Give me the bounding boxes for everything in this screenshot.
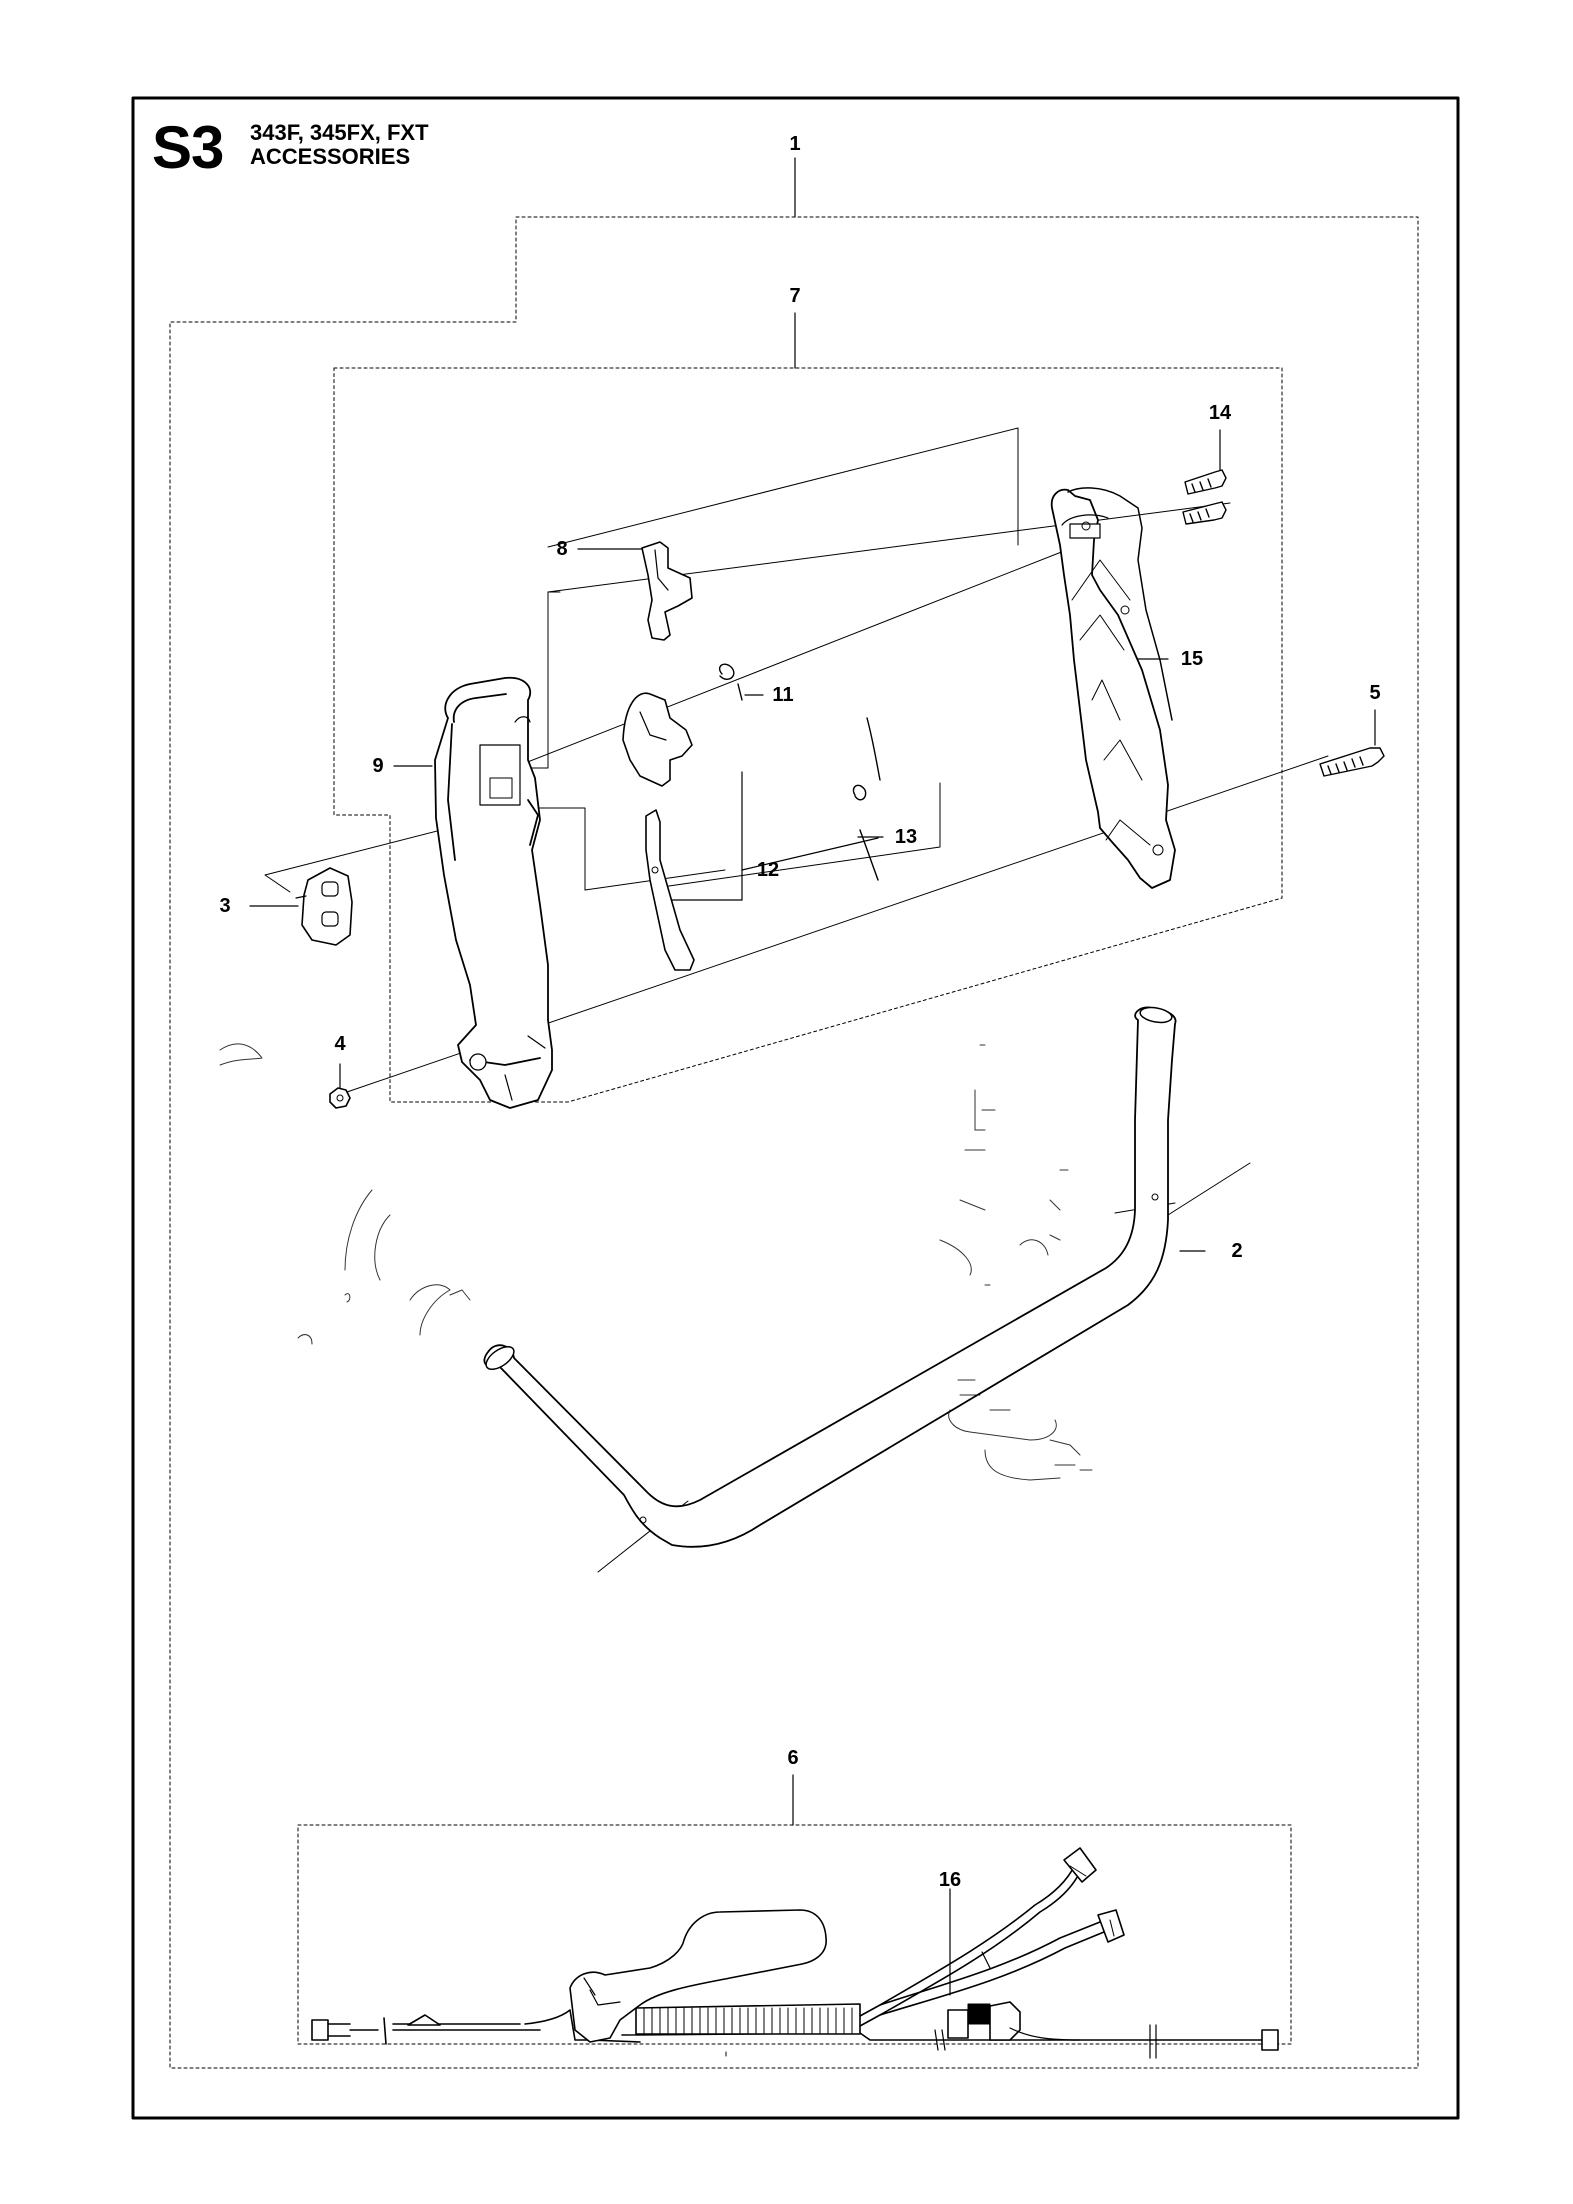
callout-13: 13 <box>894 826 918 848</box>
part-6-cable-harness <box>311 1847 1279 2059</box>
part-13-spring-pin <box>852 717 881 881</box>
part-8-lever <box>641 541 693 641</box>
section-code: S3 <box>152 114 224 181</box>
leader-lines <box>249 157 1376 1996</box>
page-frame <box>131 96 1460 2120</box>
callout-14: 14 <box>1208 402 1232 424</box>
handle-half-right <box>1050 487 1176 889</box>
model-list: 343F, 345FX, FXT <box>250 120 429 145</box>
part-12-trigger-group <box>622 692 695 971</box>
handle-half-left <box>434 676 553 1109</box>
callout-12: 12 <box>756 859 780 881</box>
section-title: ACCESSORIES <box>250 144 411 169</box>
callout-2: 2 <box>1231 1240 1243 1262</box>
callout-8: 8 <box>556 538 568 560</box>
callout-7: 7 <box>789 285 801 307</box>
group-1-boundary <box>169 216 1419 2069</box>
callout-3: 3 <box>219 895 231 917</box>
part-3-stop-switch <box>295 867 353 946</box>
callout-4: 4 <box>334 1033 346 1055</box>
group-7-boundary <box>333 367 1283 1103</box>
part-4-nut <box>329 1087 351 1109</box>
part-11-spring <box>718 663 743 701</box>
part-2-handle-tube <box>483 1006 1177 1548</box>
phantom-outline-marks <box>219 1043 1093 1481</box>
part-5-long-bolt <box>1319 747 1385 777</box>
assembly-axis-lines <box>264 427 1329 1573</box>
callout-16: 16 <box>938 1869 962 1891</box>
callout-9: 9 <box>372 755 384 777</box>
callout-15: 15 <box>1180 648 1204 670</box>
callout-1: 1 <box>789 133 801 155</box>
callout-5: 5 <box>1369 682 1381 704</box>
part-14-screws <box>1182 469 1227 525</box>
callout-6: 6 <box>787 1747 799 1769</box>
callout-11: 11 <box>772 684 794 706</box>
